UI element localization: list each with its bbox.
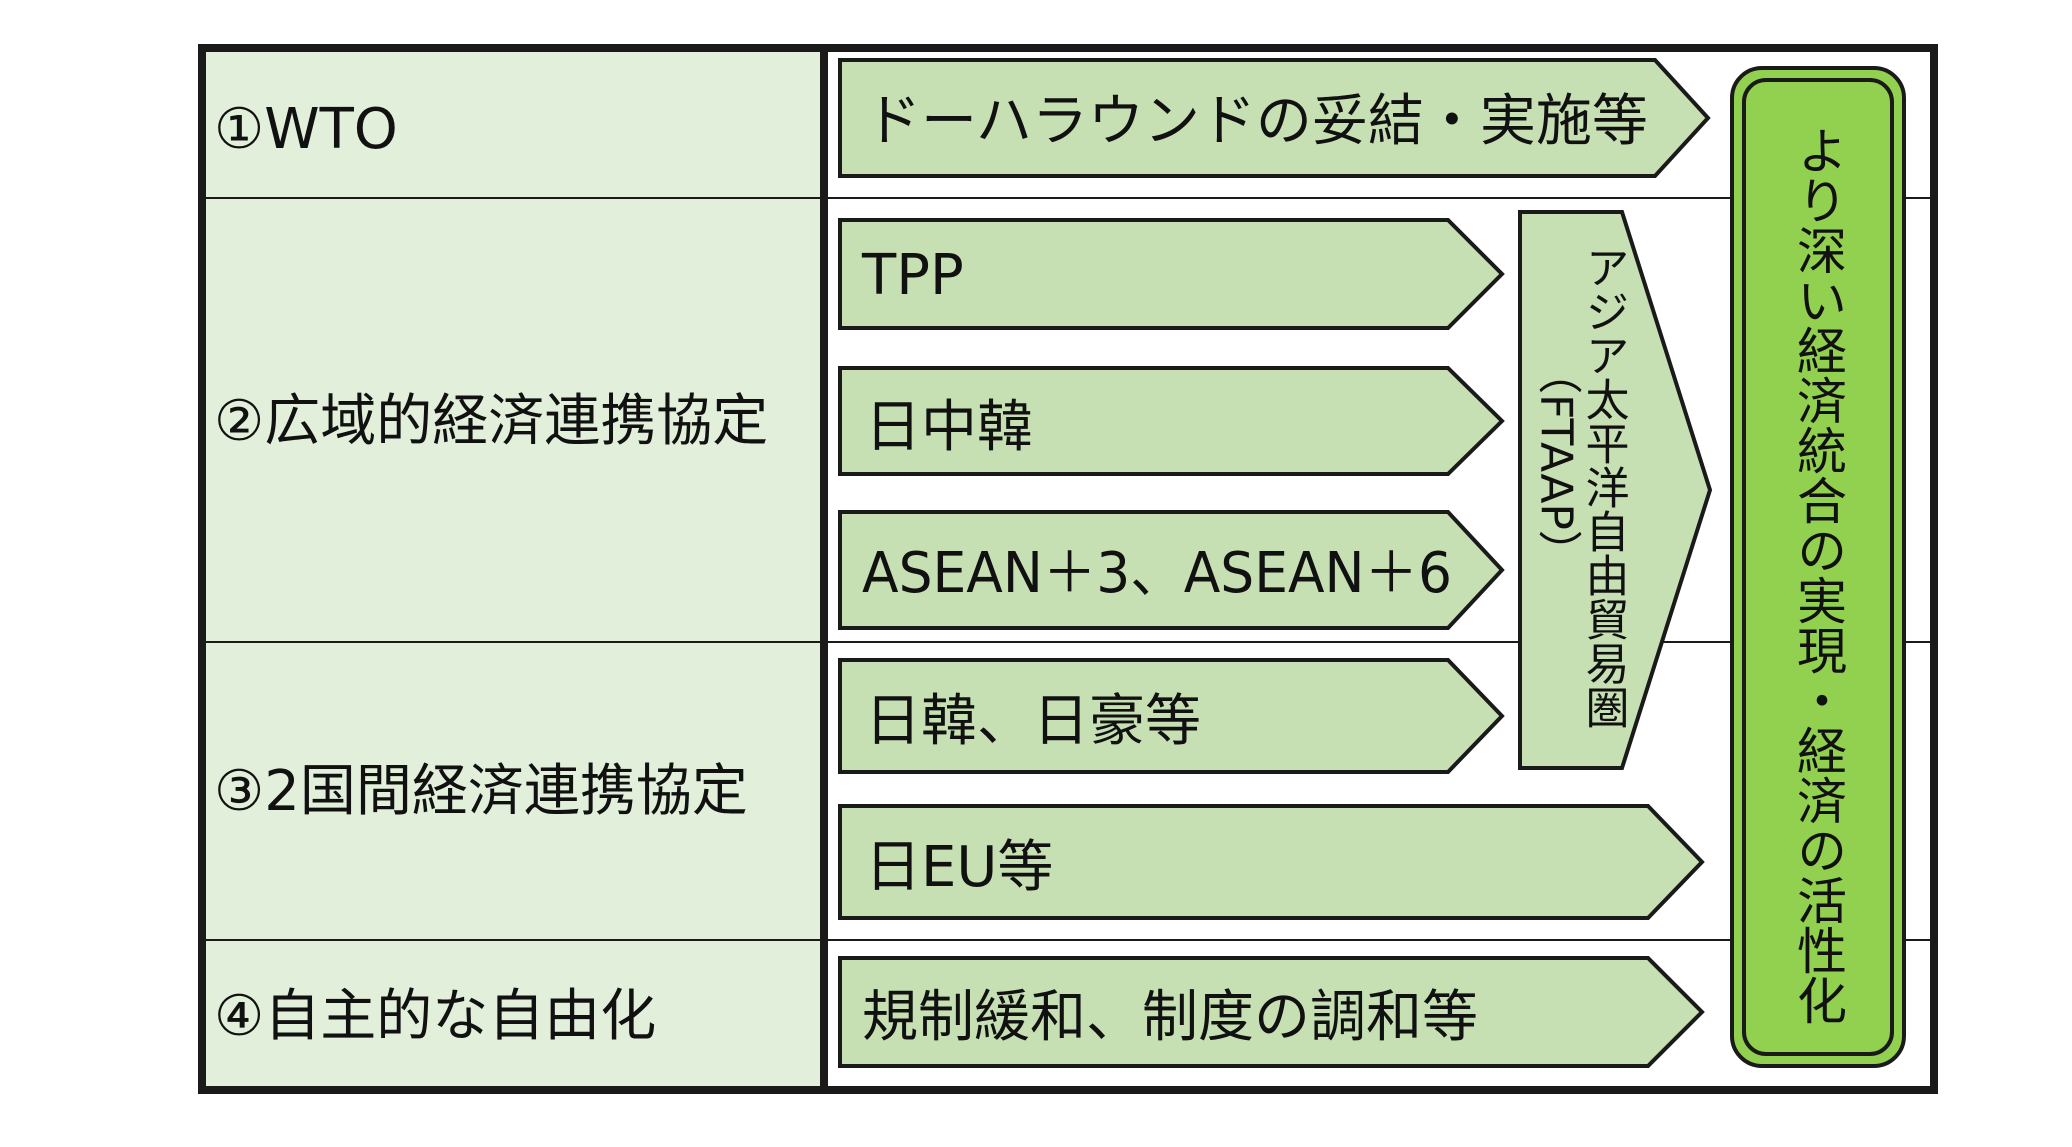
category-column-background xyxy=(206,52,824,1086)
arrow-tpp xyxy=(838,218,1505,330)
arrow-japan-korea-australia xyxy=(838,658,1505,774)
ftaap-abbreviation: （FTAAP） xyxy=(1531,350,1582,574)
category-wto: ①WTO xyxy=(214,97,398,162)
arrow-japan-china-korea xyxy=(838,366,1505,476)
goal-box-inner xyxy=(1742,78,1894,1056)
arrow-japan-eu-label: 日EU等 xyxy=(865,835,1053,900)
outer-frame xyxy=(198,44,1938,1094)
arrow-japan-china-korea-label: 日中韓 xyxy=(865,395,1033,460)
arrow-doha-round-label: ドーハラウンドの妥結・実施等 xyxy=(865,89,1648,154)
arrow-asean-label: ASEAN＋3、ASEAN＋6 xyxy=(862,541,1452,606)
category-regional-epa: ②広域的経済連携協定 xyxy=(214,389,768,454)
goal-text: より深い経済統合の実現・経済の活性化 xyxy=(1789,125,1847,1025)
category-bilateral-epa: ③2国間経済連携協定 xyxy=(214,759,748,824)
goal-box-outer xyxy=(1730,66,1906,1068)
arrow-tpp-label: TPP xyxy=(861,243,964,308)
category-autonomous-liberalization: ④自主的な自由化 xyxy=(214,984,656,1049)
ftaap-label: アジア太平洋自由貿易圏 xyxy=(1578,245,1629,729)
arrow-asean xyxy=(838,510,1505,630)
arrow-ftaap xyxy=(1518,210,1713,770)
arrow-regulatory-reform xyxy=(838,956,1705,1068)
arrow-japan-korea-australia-label: 日韓、日豪等 xyxy=(865,689,1201,754)
arrow-doha-round xyxy=(838,58,1711,178)
arrow-japan-eu xyxy=(838,804,1705,920)
arrow-regulatory-reform-label: 規制緩和、制度の調和等 xyxy=(862,985,1478,1050)
